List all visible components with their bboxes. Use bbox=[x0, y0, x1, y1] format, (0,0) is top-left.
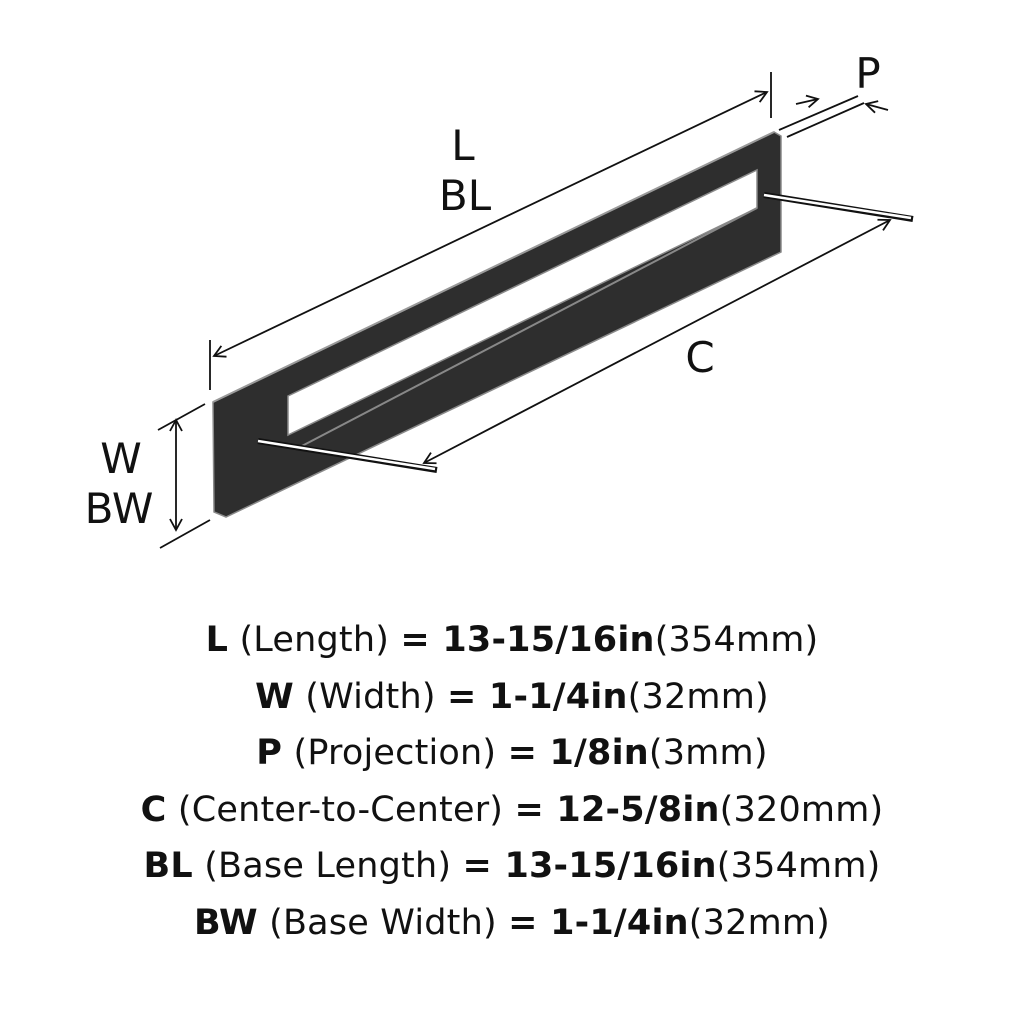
spec-imperial: = 13-15/16in bbox=[400, 620, 655, 660]
spec-imperial: = 13-15/16in bbox=[462, 846, 717, 886]
spec-name: (Base Width) bbox=[269, 902, 497, 943]
spec-code: W bbox=[255, 676, 294, 717]
spec-name: (Width) bbox=[305, 676, 436, 717]
spec-metric: (354mm) bbox=[716, 846, 881, 886]
spec-imperial: = 1/8in bbox=[507, 733, 649, 773]
spec-name: (Projection) bbox=[293, 733, 497, 773]
spec-metric: (3mm) bbox=[648, 733, 768, 773]
spec-name: (Length) bbox=[239, 620, 390, 660]
mounting-post-right bbox=[763, 192, 914, 222]
spec-code: L bbox=[205, 620, 229, 660]
width-dimension bbox=[157, 403, 211, 549]
projection-dimension bbox=[778, 94, 889, 138]
spec-imperial: = 1-1/4in bbox=[447, 676, 628, 717]
spec-base-length: BL (Base Length) = 13-15/16in(354mm) bbox=[0, 838, 1024, 895]
spec-length: L (Length) = 13-15/16in(354mm) bbox=[0, 612, 1024, 669]
spec-metric: (354mm) bbox=[654, 620, 819, 660]
center-to-center-dimension bbox=[422, 218, 892, 465]
spec-base-width: BW (Base Width) = 1-1/4in(32mm) bbox=[0, 895, 1024, 952]
dimension-spec-list: L (Length) = 13-15/16in(354mm) W (Width)… bbox=[0, 612, 1024, 951]
spec-width: W (Width) = 1-1/4in(32mm) bbox=[0, 669, 1024, 726]
spec-center-to-center: C (Center-to-Center) = 12-5/8in(320mm) bbox=[0, 782, 1024, 839]
label-l: L bbox=[451, 121, 475, 170]
spec-code: P bbox=[256, 733, 283, 773]
spec-imperial: = 1-1/4in bbox=[508, 902, 689, 943]
product-dimension-drawing: L BL P C W BW bbox=[85, 49, 914, 549]
spec-projection: P (Projection) = 1/8in(3mm) bbox=[0, 725, 1024, 782]
label-bw: BW bbox=[85, 484, 154, 533]
spec-metric: (320mm) bbox=[719, 789, 884, 830]
mounting-post-left bbox=[257, 438, 438, 473]
spec-metric: (32mm) bbox=[688, 902, 831, 943]
spec-name: (Center-to-Center) bbox=[177, 789, 504, 830]
spec-name: (Base Length) bbox=[204, 846, 452, 886]
spec-code: BL bbox=[143, 846, 193, 886]
spec-metric: (32mm) bbox=[627, 676, 769, 717]
spec-code: C bbox=[140, 789, 167, 830]
label-p: P bbox=[855, 49, 880, 98]
label-w: W bbox=[100, 434, 142, 483]
label-bl: BL bbox=[439, 171, 492, 220]
spec-code: BW bbox=[193, 902, 258, 943]
spec-imperial: = 12-5/8in bbox=[514, 789, 720, 830]
pull-plate bbox=[212, 131, 782, 518]
label-c: C bbox=[685, 333, 714, 382]
